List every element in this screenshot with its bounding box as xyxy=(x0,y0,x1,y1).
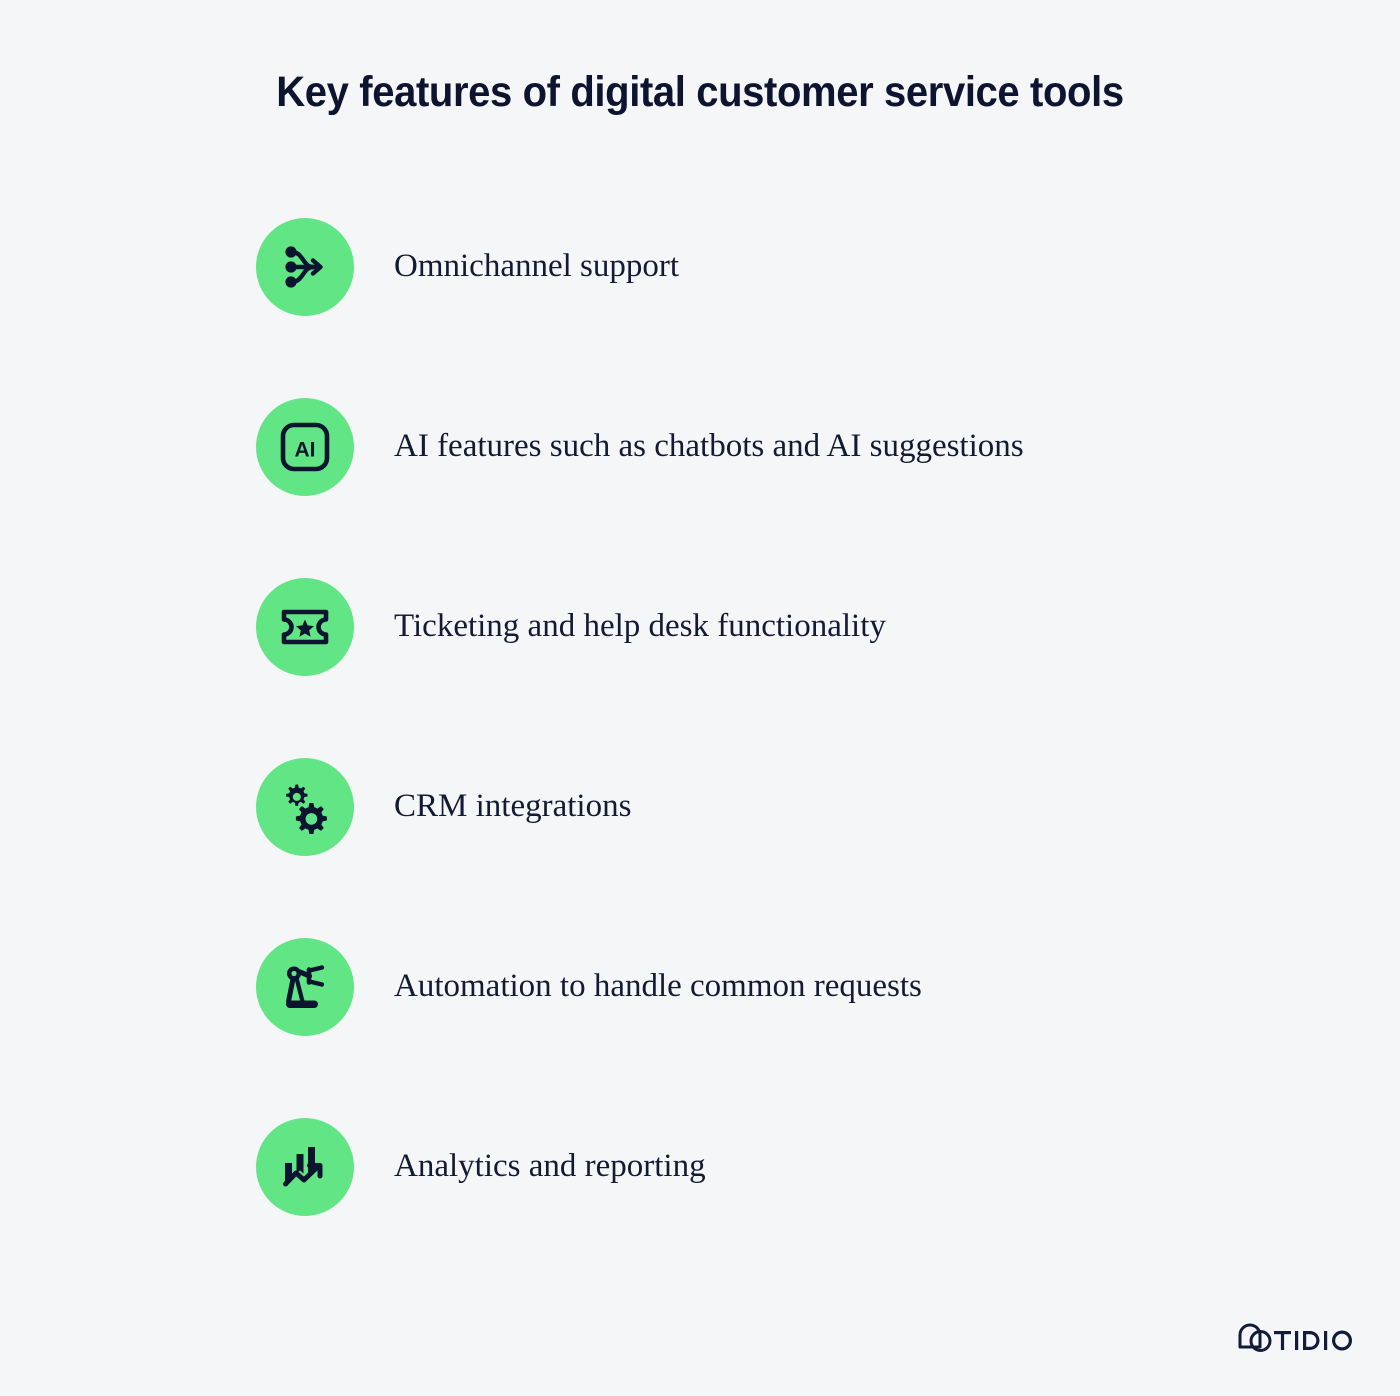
list-item-label: Ticketing and help desk functionality xyxy=(394,608,886,645)
list-item-label: Automation to handle common requests xyxy=(394,968,922,1005)
list-item-label: Omnichannel support xyxy=(394,248,680,285)
list-item-label: Analytics and reporting xyxy=(394,1148,706,1185)
list-item-label: CRM integrations xyxy=(394,788,632,825)
list-item: Analytics and reporting xyxy=(256,1118,1256,1216)
robot-arm-icon xyxy=(256,938,354,1036)
page-title: Key features of digital customer service… xyxy=(276,68,1124,116)
list-item: Omnichannel support xyxy=(256,218,1256,316)
tidio-logo xyxy=(1236,1320,1356,1360)
ai-chip-icon: AI xyxy=(256,398,354,496)
gears-icon xyxy=(256,758,354,856)
list-item: Automation to handle common requests xyxy=(256,938,1256,1036)
list-item: Ticketing and help desk functionality xyxy=(256,578,1256,676)
svg-text:AI: AI xyxy=(295,439,316,462)
feature-list: Omnichannel support AI AI features such … xyxy=(256,218,1256,1298)
list-item: CRM integrations xyxy=(256,758,1256,856)
omnichannel-merge-icon xyxy=(256,218,354,316)
list-item: AI AI features such as chatbots and AI s… xyxy=(256,398,1256,496)
ticket-star-icon xyxy=(256,578,354,676)
bar-chart-trend-icon xyxy=(256,1118,354,1216)
list-item-label: AI features such as chatbots and AI sugg… xyxy=(394,428,1024,465)
